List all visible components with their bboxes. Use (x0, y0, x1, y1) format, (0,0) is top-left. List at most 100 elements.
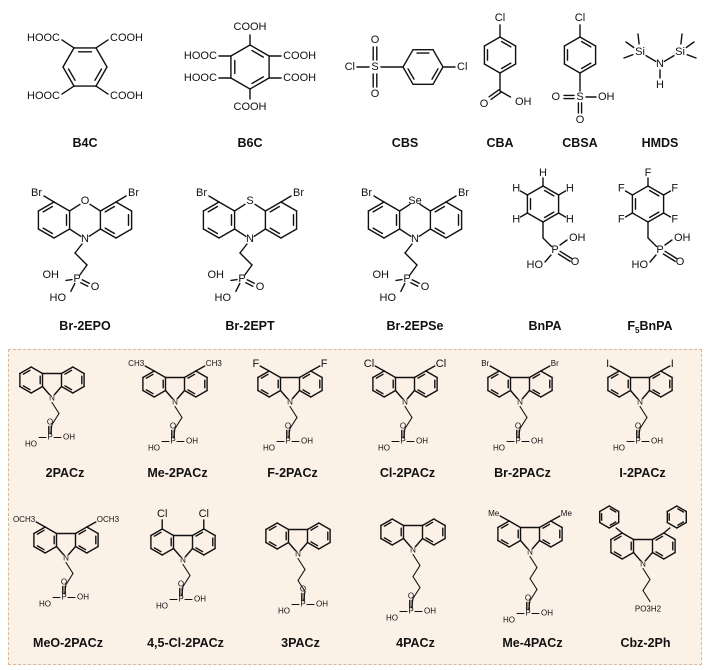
bond (89, 203, 102, 212)
bond (544, 254, 552, 263)
bond (375, 389, 384, 395)
atom-label: P (238, 273, 245, 285)
bond (299, 541, 309, 552)
atom-label: HO (39, 600, 51, 609)
atom-label: H (566, 182, 574, 194)
bond (182, 574, 191, 588)
bond (174, 405, 183, 419)
bond (490, 373, 499, 379)
atom-label: COOH (283, 50, 316, 62)
bond (191, 547, 205, 556)
bond (257, 370, 270, 379)
bond (445, 228, 463, 239)
bond (280, 228, 298, 239)
bond (95, 66, 108, 87)
atom-label: COOH (110, 90, 143, 102)
bond (418, 228, 432, 238)
bond (145, 373, 154, 379)
bond (74, 526, 88, 535)
atom-label: Br (551, 359, 559, 368)
bond (245, 281, 254, 287)
bond (660, 389, 673, 398)
bond (579, 63, 597, 74)
bond (663, 532, 676, 541)
bond (542, 237, 553, 248)
atom-label: F (671, 182, 678, 194)
bond (647, 212, 665, 223)
bond (647, 237, 658, 248)
bond (310, 389, 323, 398)
atom-label: HO (527, 259, 544, 271)
bond (391, 518, 405, 527)
bond (218, 201, 236, 212)
bond (183, 389, 197, 398)
bond (65, 572, 74, 586)
bond (417, 389, 426, 395)
bond (613, 551, 622, 557)
bond (145, 389, 154, 395)
bond (647, 185, 665, 196)
bond (383, 201, 401, 212)
bond (249, 44, 270, 57)
bond (413, 389, 427, 398)
bond (35, 521, 46, 528)
atom-label: Si (675, 46, 685, 58)
atom-label: HO (632, 259, 649, 271)
atom-label: N (246, 233, 254, 245)
atom-label: HO (148, 444, 160, 453)
bond (528, 389, 542, 398)
bond (195, 389, 208, 398)
atom-label: P (170, 437, 175, 446)
bond (244, 264, 253, 276)
bond (310, 525, 319, 531)
bond (380, 518, 393, 527)
atom-label: H (656, 79, 664, 91)
bond (413, 370, 427, 379)
bond (625, 41, 635, 49)
bond (318, 541, 331, 550)
atom-label: N (81, 233, 89, 245)
atom-label: CH3 (128, 359, 145, 368)
label-cbs: CBS (391, 136, 419, 150)
bond (652, 389, 661, 395)
label-2pacz: 2PACz (45, 466, 85, 480)
bond (22, 369, 31, 375)
atom-label: O (91, 281, 100, 293)
bond (519, 405, 528, 419)
bond (265, 522, 278, 531)
bond (265, 541, 278, 550)
atom-label: H (566, 213, 574, 225)
bond (375, 373, 384, 379)
bond (508, 520, 522, 529)
bond (608, 505, 620, 513)
bond (542, 539, 551, 545)
bond (648, 211, 660, 219)
bond (372, 389, 385, 398)
atom-label: P (73, 273, 80, 285)
bond (483, 36, 501, 47)
atom-label: F (645, 167, 652, 179)
bond (499, 63, 517, 74)
bond (115, 195, 127, 203)
bond (306, 541, 320, 550)
bond (373, 195, 385, 203)
bond (404, 405, 413, 419)
atom-label: P (400, 437, 405, 446)
bond (269, 205, 281, 213)
bond (51, 401, 60, 415)
bond (580, 40, 592, 48)
bond (383, 537, 392, 543)
